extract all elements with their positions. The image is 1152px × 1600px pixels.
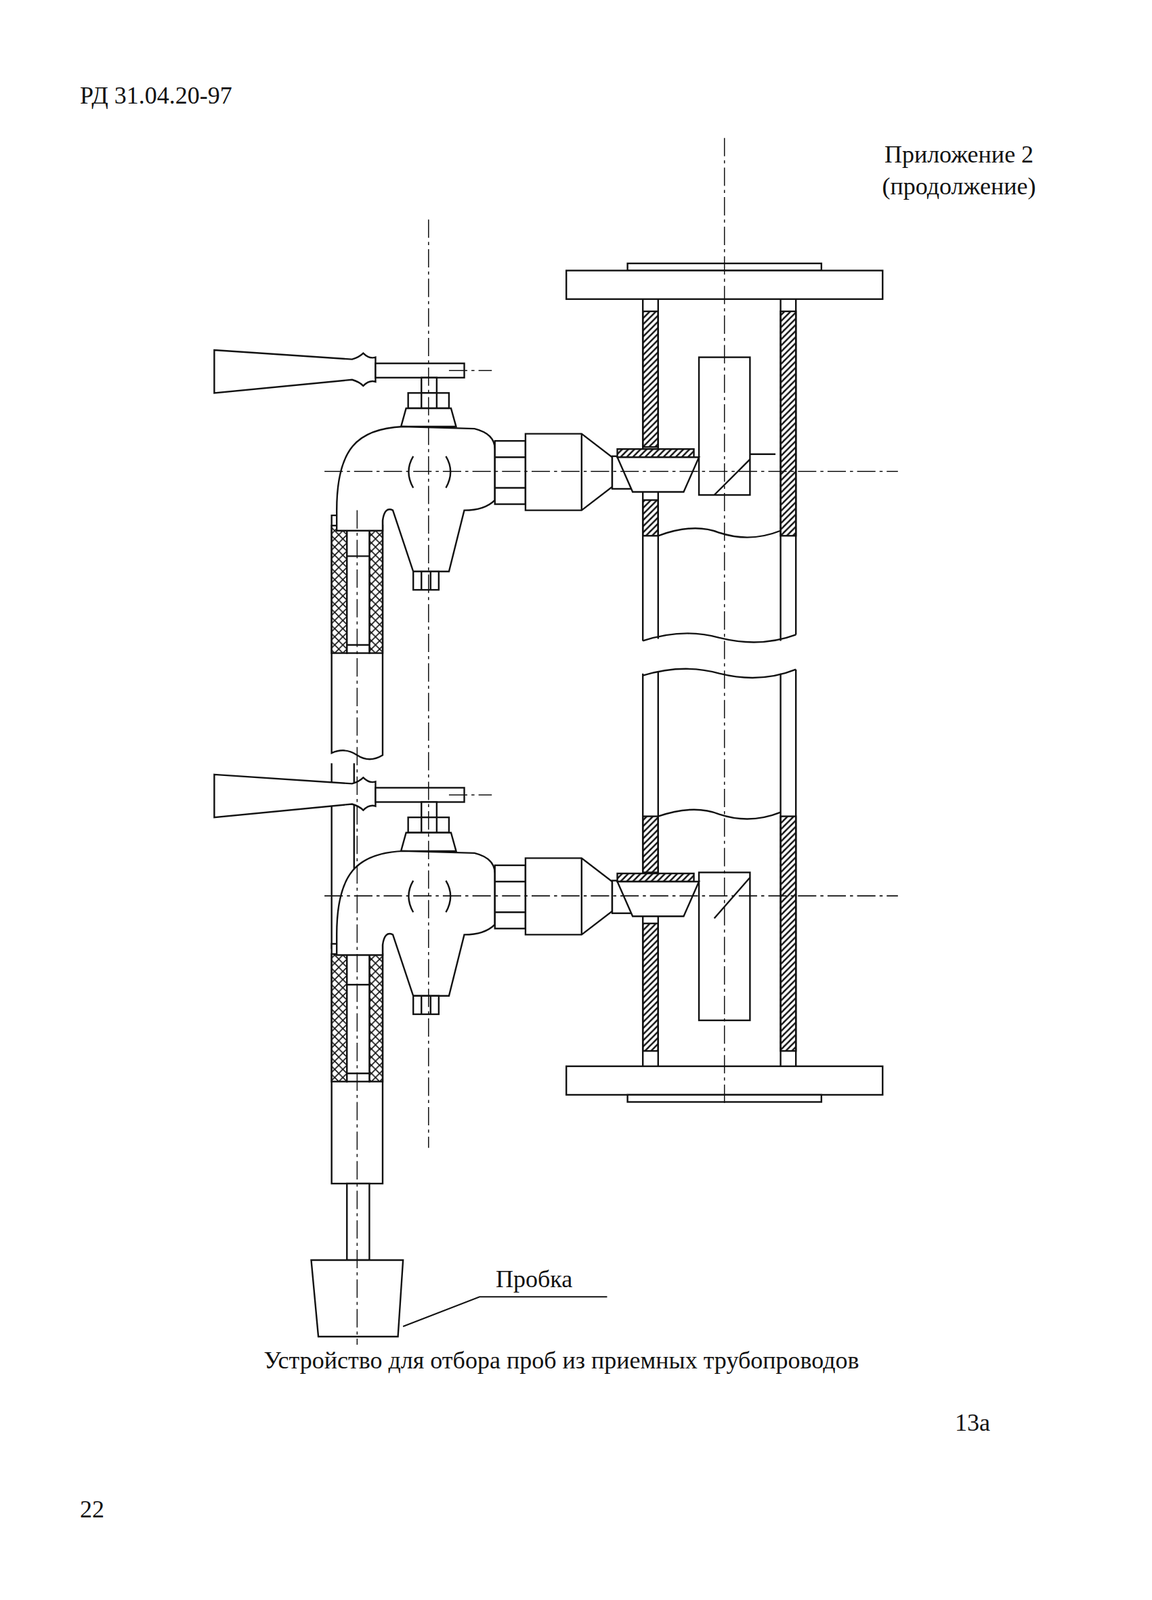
pipe [658, 528, 781, 538]
pipe [642, 669, 796, 1067]
page-number: 22 [79, 1494, 105, 1526]
hose [346, 954, 370, 1082]
hose [346, 984, 370, 986]
hose [369, 954, 383, 1082]
pipe [749, 453, 776, 456]
hose [346, 1072, 370, 1075]
centerline [449, 794, 492, 796]
pipe [780, 816, 797, 1052]
figure-caption: Устройство для отбора проб из приемных т… [260, 1345, 862, 1377]
hose [346, 644, 370, 646]
sampling-valve [214, 774, 699, 1015]
centerline [324, 471, 899, 473]
centerline [324, 895, 899, 897]
figure-number: 13а [954, 1407, 991, 1440]
hose [346, 555, 370, 557]
hose [346, 525, 370, 653]
pipe [642, 633, 796, 643]
centerline [428, 219, 430, 1148]
pipe [780, 311, 797, 536]
hose [369, 525, 383, 653]
pipe [658, 809, 781, 820]
hose [331, 525, 348, 653]
pipe [714, 459, 751, 496]
sampling-valve [214, 350, 699, 1015]
pipe [642, 923, 659, 1052]
pipe [642, 669, 796, 678]
document-code: РД 31.04.20-97 [79, 79, 233, 112]
pipe [642, 816, 659, 873]
leader-line [402, 1296, 607, 1327]
pipe [642, 500, 659, 537]
appendix-note: Приложение 2 (продолжение) [857, 138, 1061, 203]
leader-line [402, 1296, 607, 1327]
part-name: Пробка [493, 1263, 575, 1296]
hose [346, 1183, 370, 1261]
centerline [449, 369, 492, 372]
centerline [324, 138, 899, 1346]
pipe [714, 877, 751, 919]
hose [331, 954, 348, 1082]
centerline [356, 510, 359, 1346]
sampling-valve [214, 350, 699, 590]
pipe [642, 311, 659, 447]
centerline [723, 138, 726, 1108]
